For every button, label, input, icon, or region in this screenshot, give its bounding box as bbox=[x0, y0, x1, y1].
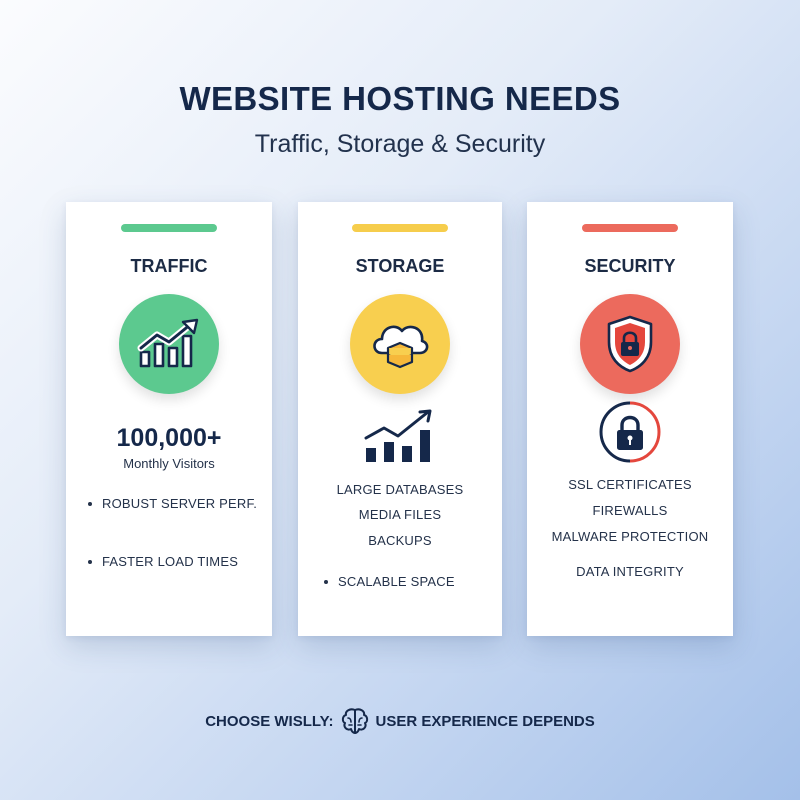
security-item: SSL CERTIFICATES bbox=[568, 477, 692, 492]
cloud-storage-icon bbox=[373, 325, 429, 369]
storage-item: BACKUPS bbox=[368, 533, 432, 548]
storage-card: STORAGE LARGE DATABASES MEDIA FILES BACK… bbox=[298, 202, 502, 636]
bullet-dot bbox=[324, 579, 328, 584]
padlock-icon bbox=[599, 401, 661, 463]
traffic-visitors-count: 100,000+ bbox=[116, 424, 222, 452]
security-badge bbox=[580, 294, 680, 394]
shield-lock-icon bbox=[607, 315, 653, 373]
brain-icon bbox=[340, 706, 370, 736]
security-card: SECURITY SSL CERTIFICATES FIREWALLS MALW… bbox=[527, 202, 733, 636]
security-title: SECURITY bbox=[584, 256, 676, 276]
traffic-bullet-text: ROBUST SERVER PERF. bbox=[102, 496, 258, 511]
storage-badge bbox=[350, 294, 450, 394]
storage-bullet: SCALABLE SPACE bbox=[324, 574, 455, 589]
footer-right-text: USER EXPERIENCE DEPENDS bbox=[375, 712, 595, 730]
security-item: MALWARE PROTECTION bbox=[551, 529, 709, 544]
traffic-title: TRAFFIC bbox=[130, 256, 208, 276]
growth-chart-icon bbox=[137, 318, 199, 368]
traffic-bullet: FASTER LOAD TIMES bbox=[88, 554, 238, 569]
security-item: DATA INTEGRITY bbox=[576, 564, 684, 579]
storage-item: LARGE DATABASES bbox=[336, 482, 464, 497]
footer-left-text: CHOOSE WISLLY: bbox=[205, 712, 334, 730]
storage-bullet-text: SCALABLE SPACE bbox=[338, 574, 455, 589]
page-subtitle: Traffic, Storage & Security bbox=[254, 130, 546, 158]
bullet-dot bbox=[88, 501, 92, 506]
bullet-dot bbox=[88, 559, 92, 564]
traffic-visitors-label: Monthly Visitors bbox=[123, 456, 215, 471]
traffic-bullet-text: FASTER LOAD TIMES bbox=[102, 554, 239, 569]
storage-title: STORAGE bbox=[355, 256, 445, 276]
header: WEBSITE HOSTING NEEDS Traffic, Storage &… bbox=[0, 80, 800, 159]
storage-accent-bar bbox=[352, 224, 448, 232]
page-title: WEBSITE HOSTING NEEDS bbox=[179, 80, 621, 117]
footer: CHOOSE WISLLY: USER EXPERIENCE DEPENDS bbox=[0, 706, 800, 736]
bar-chart-icon bbox=[364, 409, 432, 462]
security-item: FIREWALLS bbox=[592, 503, 668, 518]
traffic-bullet: ROBUST SERVER PERF. bbox=[88, 496, 257, 511]
security-accent-bar bbox=[582, 224, 678, 232]
traffic-card: TRAFFIC 100,000+ Monthly Visitors ROBUST… bbox=[66, 202, 272, 636]
traffic-badge bbox=[119, 294, 219, 394]
storage-item: MEDIA FILES bbox=[358, 507, 442, 522]
traffic-accent-bar bbox=[121, 224, 217, 232]
